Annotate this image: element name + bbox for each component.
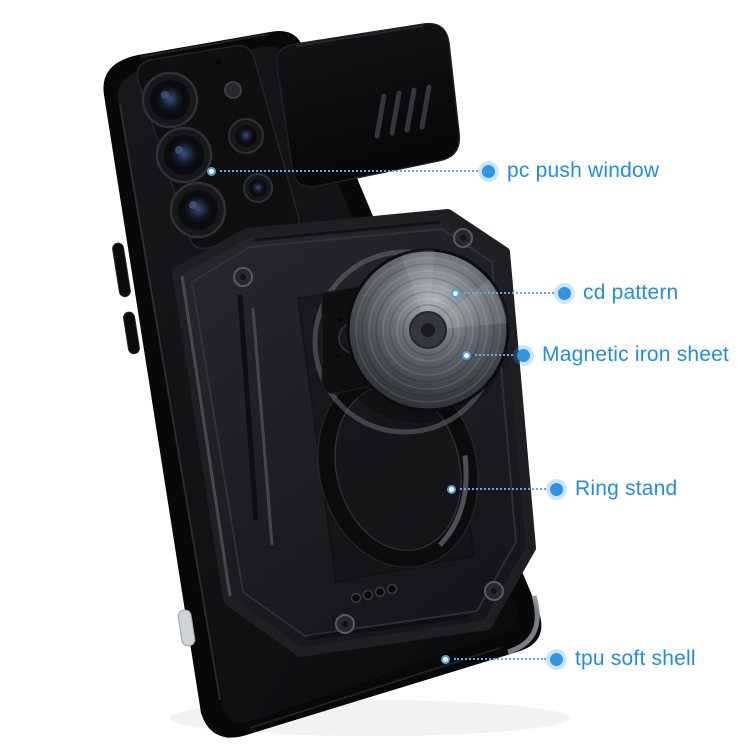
slide-cover-grip-slats (374, 84, 432, 139)
camera-lens (141, 71, 199, 129)
tpu-shell-vent-dots (350, 583, 398, 604)
cd-pattern-disc (346, 248, 510, 412)
camera-flash (224, 81, 242, 99)
corner-screws (233, 228, 504, 634)
camera-lens (169, 181, 227, 239)
port-cutout (177, 609, 196, 647)
camera-lens (155, 126, 213, 184)
camera-mic-hole (215, 59, 221, 65)
camera-module (136, 45, 300, 250)
slide-camera-cover (275, 22, 461, 188)
side-buttons (112, 242, 140, 355)
camera-lens-small (228, 118, 273, 203)
